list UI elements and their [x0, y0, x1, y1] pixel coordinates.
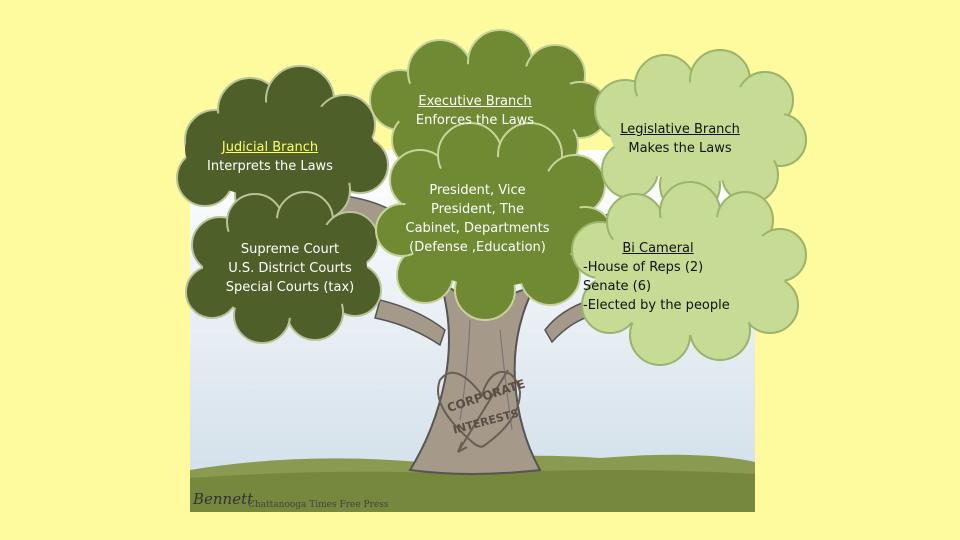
heart-carving: [437, 370, 522, 448]
judicial-items-text: Supreme Court U.S. District Courts Speci…: [220, 240, 360, 297]
executive-item: President, The: [430, 202, 525, 217]
executive-item: President, Vice: [429, 183, 526, 198]
legislative-items-text: Bi Cameral -House of Reps (2) Senate (6)…: [583, 239, 743, 315]
judicial-title: Judicial Branch: [221, 140, 319, 155]
legislative-items-title: Bi Cameral: [622, 241, 694, 256]
executive-title: Executive Branch: [418, 94, 532, 109]
legislative-items-cloud: [571, 181, 807, 366]
legislative-header-text: Legislative Branch Makes the Laws: [610, 120, 750, 158]
legislative-title: Legislative Branch: [620, 122, 740, 137]
executive-item: (Defense ,Education): [409, 240, 546, 255]
judicial-item: Supreme Court: [240, 242, 340, 257]
legislative-item: -Elected by the people: [583, 298, 730, 313]
cartoon-credit: Chattanooga Times Free Press: [248, 500, 389, 510]
executive-items-text: President, Vice President, The Cabinet, …: [400, 181, 555, 257]
judicial-header-text: Judicial Branch Interprets the Laws: [200, 138, 340, 176]
executive-subtitle: Enforces the Laws: [415, 113, 535, 128]
legislative-item: Senate (6): [583, 279, 652, 294]
executive-item: Cabinet, Departments: [405, 221, 550, 236]
judicial-subtitle: Interprets the Laws: [207, 159, 333, 174]
judicial-cloud: [176, 65, 389, 226]
judicial-items-cloud: [185, 191, 382, 344]
legislative-item: -House of Reps (2): [583, 260, 704, 275]
cartoonist-signature: Bennett: [192, 490, 254, 508]
judicial-item: U.S. District Courts: [228, 261, 352, 276]
executive-header-text: Executive Branch Enforces the Laws: [405, 92, 545, 130]
legislative-subtitle: Makes the Laws: [628, 141, 732, 156]
judicial-item: Special Courts (tax): [225, 280, 355, 295]
